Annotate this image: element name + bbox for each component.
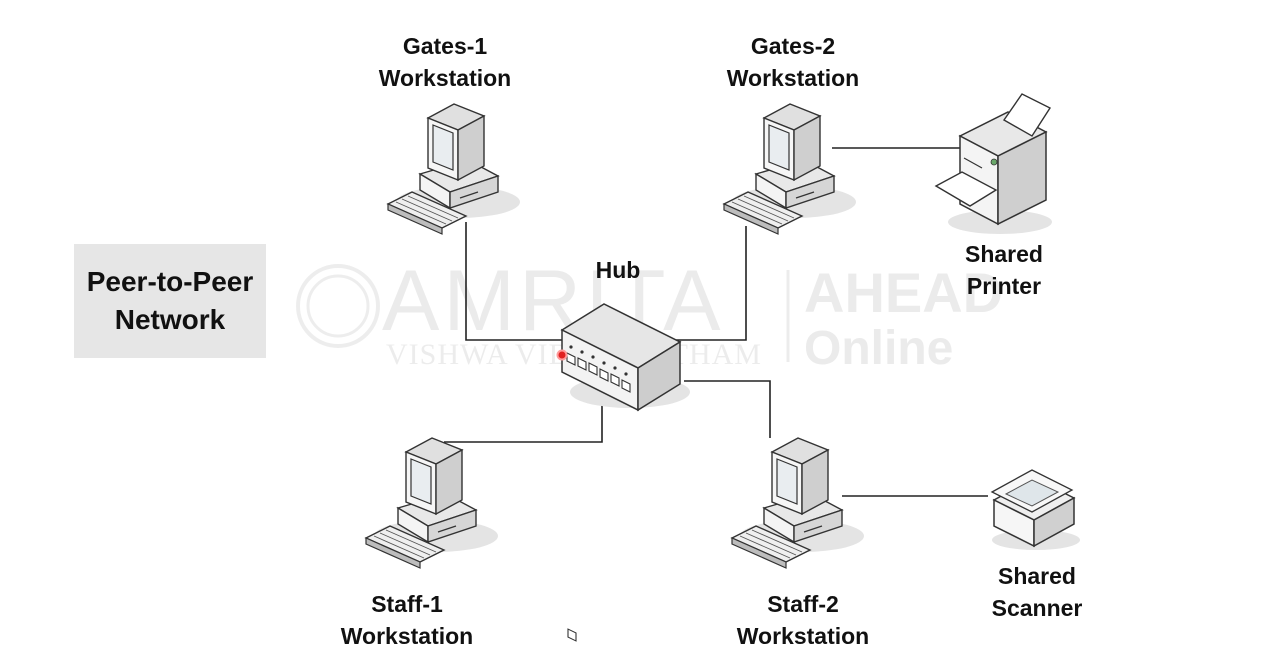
watermark-emblem: [296, 264, 380, 348]
label-gates1: Gates-1 Workstation: [370, 30, 520, 94]
label-printer-line1: Shared: [965, 241, 1043, 267]
hub-led: [556, 349, 568, 361]
label-gates2-line2: Workstation: [726, 65, 860, 91]
label-gates1-line1: Gates-1: [402, 33, 488, 59]
label-gates2: Gates-2 Workstation: [718, 30, 868, 94]
link-staff1-hub: [444, 392, 603, 443]
label-gates2-line1: Gates-2: [750, 33, 836, 59]
label-hub-text: Hub: [595, 257, 641, 283]
label-staff1-line2: Workstation: [340, 623, 474, 649]
label-staff2-line2: Workstation: [736, 623, 870, 649]
watermark-brand: AMRITA: [382, 253, 725, 349]
hub-icon: [556, 303, 690, 642]
label-scanner: Shared Scanner: [978, 560, 1096, 624]
workstation-gates2-icon: [723, 103, 857, 235]
scanner-icon: [990, 469, 1080, 550]
label-printer: Shared Printer: [948, 238, 1060, 302]
label-scanner-line2: Scanner: [991, 595, 1083, 621]
label-printer-line2: Printer: [966, 273, 1042, 299]
label-staff2-line1: Staff-2: [767, 591, 839, 617]
workstation-gates1-icon: [387, 103, 521, 235]
diagram-title-line1: Peer-to-Peer: [86, 266, 254, 297]
label-hub: Hub: [560, 254, 676, 286]
label-staff1-line1: Staff-1: [371, 591, 443, 617]
workstation-staff2-icon: [731, 437, 865, 569]
diagram-title-line2: Network: [114, 304, 226, 335]
label-staff2: Staff-2 Workstation: [728, 588, 878, 652]
link-gates2-hub: [658, 226, 747, 341]
link-gates1-hub: [465, 222, 575, 341]
label-gates1-line2: Workstation: [378, 65, 512, 91]
watermark-online: Online: [804, 322, 953, 375]
diagram-title-box: Peer-to-Peer Network: [74, 244, 266, 358]
workstation-staff1-icon: [365, 437, 499, 569]
watermark-ahead: AHEAD: [804, 261, 1003, 324]
link-staff2-hub: [684, 380, 771, 438]
connections: [444, 147, 988, 497]
label-scanner-line1: Shared: [998, 563, 1076, 589]
label-staff1: Staff-1 Workstation: [332, 588, 482, 652]
printer-icon: [934, 93, 1052, 234]
